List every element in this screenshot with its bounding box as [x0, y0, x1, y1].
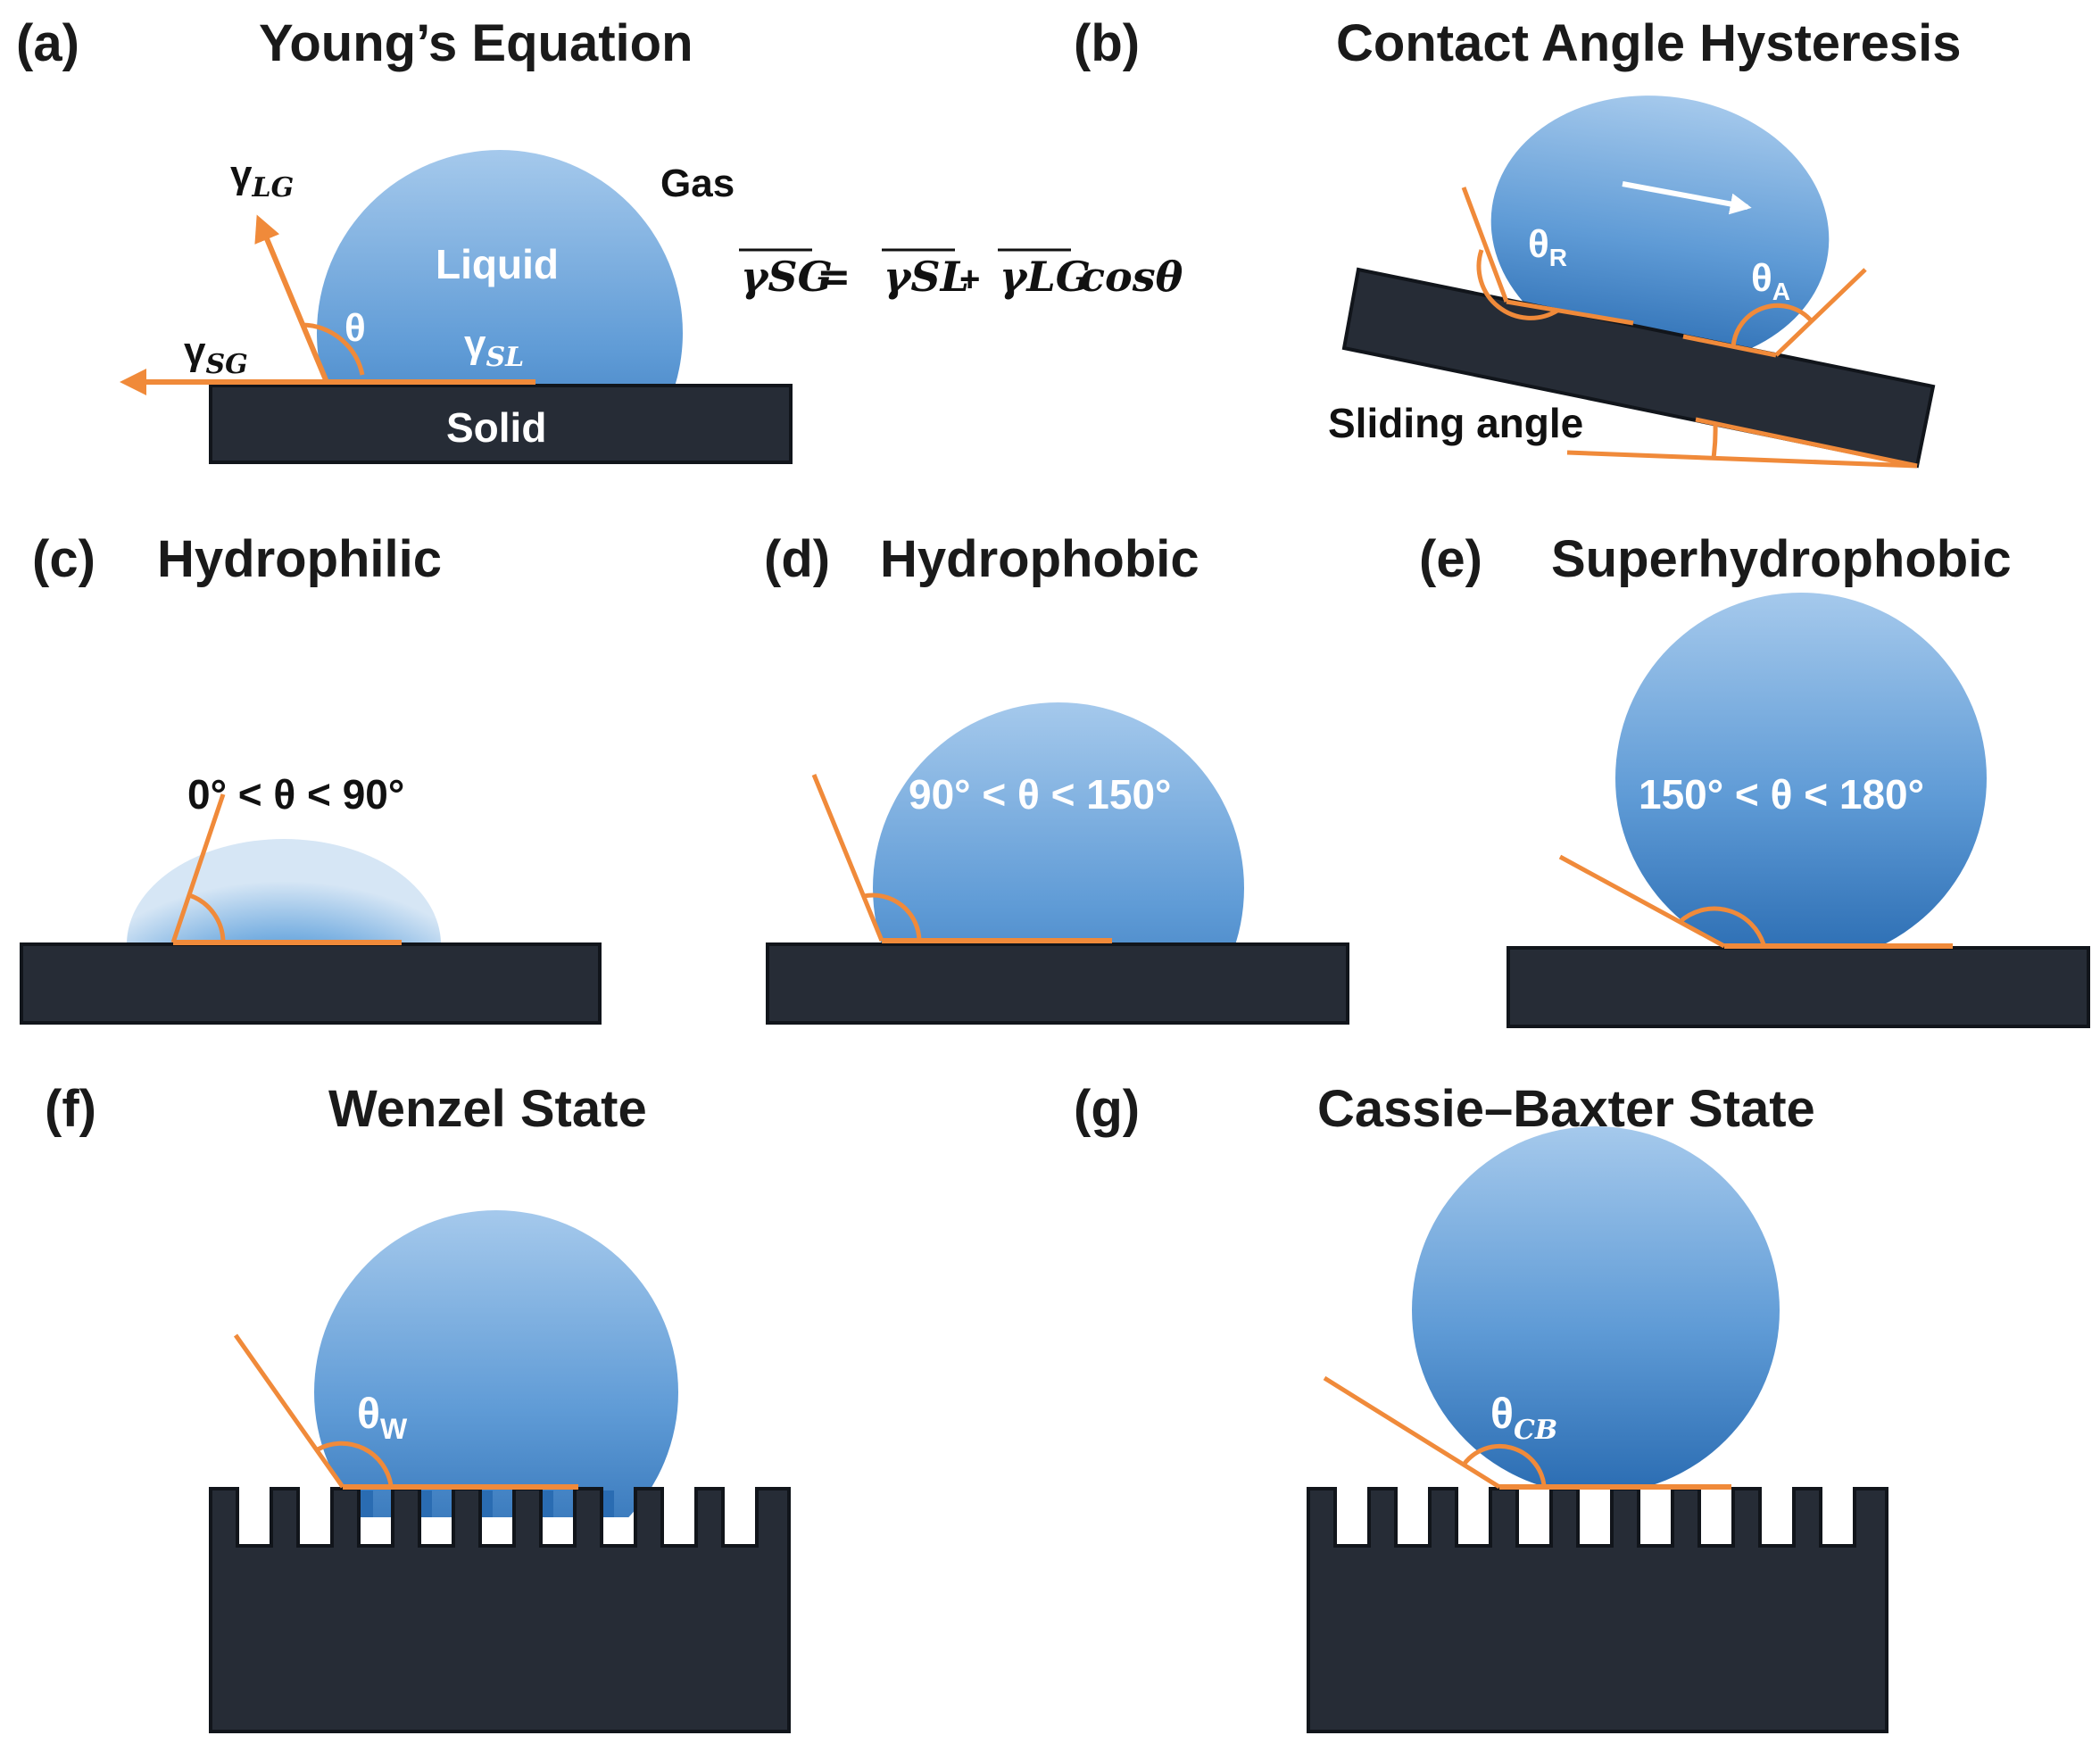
panel-e: (e) Superhydrophobic 150° < θ < 180° — [1419, 530, 2090, 1028]
theta-a-label: θA — [1751, 256, 1790, 305]
panel-f-letter: (f) — [45, 1080, 96, 1138]
panel-f-title: Wenzel State — [328, 1080, 647, 1138]
panel-g: (g) Cassie–Baxter State θCB — [1074, 1080, 1888, 1733]
horizontal-reference — [1566, 450, 1918, 469]
cassie-textured-substrate — [1307, 1487, 1888, 1733]
arc-e — [1678, 906, 1766, 945]
arc-f — [316, 1441, 394, 1486]
eq-cos: cosθ — [1080, 253, 1183, 301]
panel-f: (f) Wenzel State θW — [45, 1080, 791, 1733]
panel-c: (c) Hydrophilic 0° < θ < 90° — [20, 530, 602, 1025]
gamma-sl-label: γSL — [464, 322, 524, 373]
panel-d-title: Hydrophobic — [880, 530, 1199, 588]
panel-b-title: Contact Angle Hysteresis — [1336, 14, 1962, 72]
incline-reference — [1695, 417, 1918, 469]
theta-label: θ — [344, 306, 366, 350]
solid-substrate — [209, 384, 793, 464]
motion-arrow — [1622, 181, 1752, 215]
panel-g-letter: (g) — [1074, 1080, 1140, 1138]
range-c: 0° < θ < 90° — [187, 771, 404, 818]
solid-label: Solid — [446, 404, 546, 451]
eq-term1: γSL — [884, 253, 969, 301]
receding-base — [1506, 299, 1634, 326]
sliding-angle-label: Sliding angle — [1328, 400, 1583, 446]
substrate-e — [1507, 946, 2090, 1028]
gamma-sg-label: γSG — [184, 329, 248, 380]
panel-e-title: Superhydrophobic — [1551, 530, 2012, 588]
sliding-angle-arc — [1711, 424, 1718, 459]
tangent-c — [170, 793, 226, 943]
range-e: 150° < θ < 180° — [1639, 771, 1924, 818]
panel-e-letter: (e) — [1419, 530, 1482, 588]
theta-arc — [302, 322, 365, 376]
receding-arc — [1476, 249, 1559, 320]
superhydrophobic-droplet — [1615, 593, 1987, 964]
hydrophobic-droplet — [873, 702, 1244, 942]
advancing-arc — [1731, 303, 1814, 348]
panel-g-title: Cassie–Baxter State — [1317, 1080, 1815, 1138]
receding-tangent — [1461, 187, 1509, 303]
substrate-c — [20, 942, 602, 1025]
panel-b-letter: (b) — [1074, 14, 1140, 72]
arc-g — [1461, 1443, 1547, 1486]
panel-d-letter: (d) — [764, 530, 830, 588]
advancing-tangent — [1774, 268, 1867, 357]
theta-w-label: θW — [357, 1391, 408, 1445]
tangent-e — [1558, 854, 1726, 949]
eq-equals: = — [817, 253, 851, 301]
gas-label: Gas — [660, 162, 735, 205]
liquid-droplet — [317, 150, 683, 386]
substrate-d — [766, 942, 1349, 1025]
panel-a-letter: (a) — [16, 14, 79, 72]
theta-r-label: θR — [1528, 222, 1567, 271]
sliding-droplet — [1490, 95, 1830, 365]
panel-c-title: Hydrophilic — [157, 530, 442, 588]
wenzel-droplet — [314, 1210, 678, 1517]
cassie-droplet — [1412, 1126, 1780, 1488]
eq-plus: + — [959, 260, 980, 299]
gamma-lg-label: γLG — [230, 153, 294, 203]
arc-c — [188, 893, 226, 943]
young-equation: γSG = γSL + γLG cosθ — [739, 248, 1183, 301]
liquid-label: Liquid — [436, 241, 559, 287]
panel-b: (b) Contact Angle Hysteresis θR θA Slidi… — [1074, 14, 1962, 469]
advancing-base — [1682, 334, 1777, 358]
wenzel-textured-substrate — [209, 1487, 791, 1733]
hydrophilic-droplet — [127, 839, 441, 942]
gamma-lg-arrow — [254, 214, 329, 384]
tangent-d — [811, 774, 884, 942]
arc-d — [863, 893, 922, 942]
range-d: 90° < θ < 150° — [909, 771, 1171, 818]
tangent-g — [1323, 1375, 1501, 1490]
eq-term2: γLG — [1000, 253, 1091, 301]
tangent-f — [233, 1333, 345, 1489]
panel-a-title: Young’s Equation — [259, 14, 693, 72]
panel-d: (d) Hydrophobic 90° < θ < 150° — [764, 530, 1349, 1025]
eq-lhs: γSG — [741, 253, 833, 301]
theta-cb-label: θCB — [1490, 1391, 1557, 1446]
panel-c-letter: (c) — [32, 530, 95, 588]
panel-a: (a) Young’s Equation Solid Liquid Gas θ … — [16, 14, 1183, 464]
